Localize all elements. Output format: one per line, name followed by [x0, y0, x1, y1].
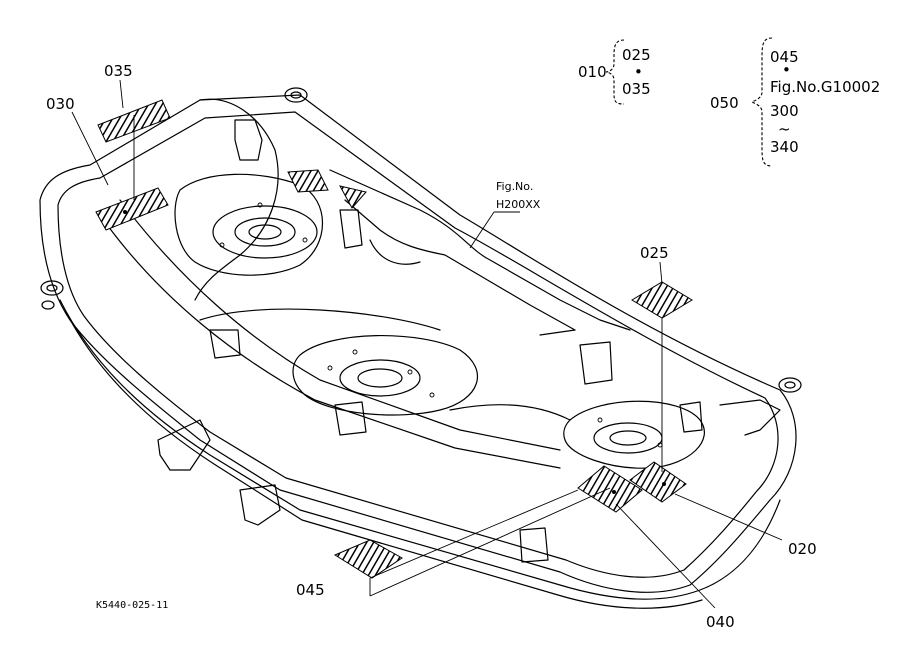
- decal-025[interactable]: [631, 281, 693, 319]
- group-050-item: •: [782, 61, 791, 79]
- callout-035: 035: [104, 62, 133, 80]
- callout-030: 030: [46, 95, 75, 113]
- group-010-label: 010: [578, 63, 607, 81]
- group-050-label: 050: [710, 94, 739, 112]
- figure-ref-line2: H200XX: [496, 198, 541, 211]
- group-010-item: •: [634, 63, 643, 81]
- decal-near-cover-left: [287, 169, 367, 209]
- callout-025: 025: [640, 244, 669, 262]
- brace-050: [750, 37, 773, 167]
- callout-040: 040: [706, 613, 735, 631]
- mower-deck-drawing: [39, 87, 802, 609]
- callout-020: 020: [788, 540, 817, 558]
- group-050-item: ~: [778, 120, 791, 138]
- decal-020[interactable]: [629, 461, 687, 503]
- decal-030[interactable]: [95, 187, 169, 231]
- group-050-item: 045: [770, 48, 799, 66]
- brace-010: [605, 39, 625, 105]
- drawing-code: K5440-025-11: [96, 600, 168, 611]
- group-050-item: 340: [770, 138, 799, 156]
- group-010-item: 025: [622, 46, 651, 64]
- decal-045[interactable]: [333, 539, 403, 579]
- group-050-item: Fig.No.G10002: [770, 78, 880, 96]
- figure-ref-line1: Fig.No.: [496, 180, 533, 193]
- decal-040[interactable]: [577, 465, 643, 513]
- leader-lines: [71, 79, 783, 609]
- group-050-item: 300: [770, 102, 799, 120]
- group-010-item: 035: [622, 80, 651, 98]
- callout-045: 045: [296, 581, 325, 599]
